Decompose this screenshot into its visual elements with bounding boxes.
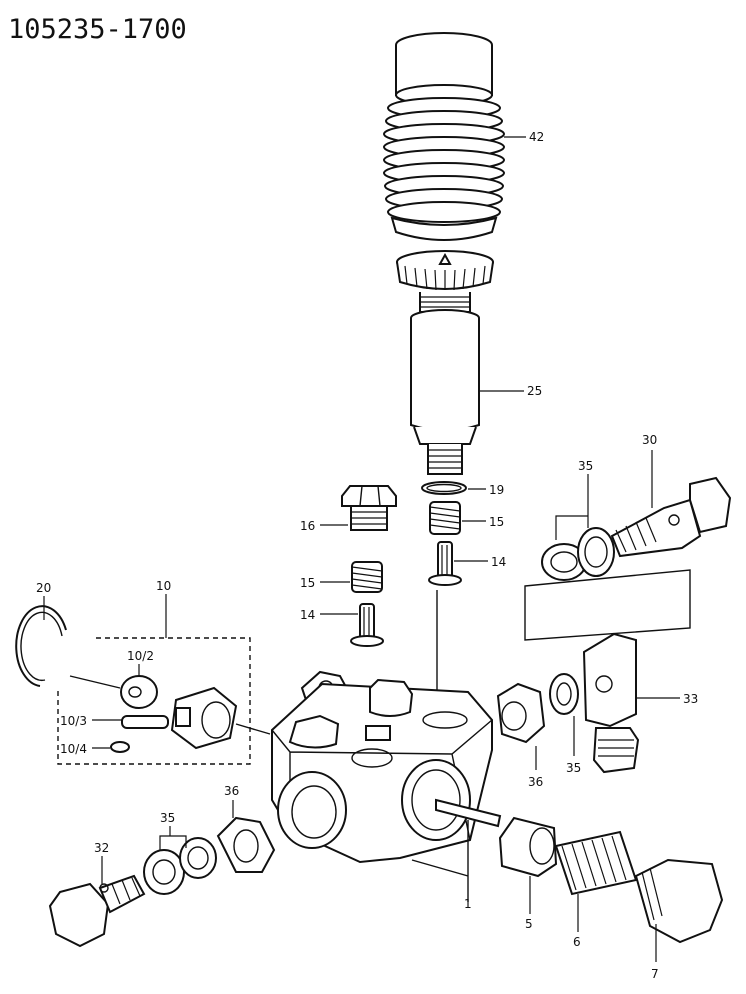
- part-5-piston: [498, 816, 558, 878]
- callout-33: 33: [683, 692, 698, 706]
- callout-14-right: 14: [491, 555, 506, 569]
- callout-10-2: 10/2: [127, 649, 154, 663]
- callout-14-left: 14: [300, 608, 315, 622]
- callout-19: 19: [489, 483, 504, 497]
- callout-6: 6: [573, 935, 581, 949]
- part-32-banjo-bolt: [48, 874, 146, 948]
- part-10-4-pin: [110, 741, 130, 753]
- part-35-washers-top: [541, 527, 615, 581]
- part-6-spring: [554, 830, 638, 896]
- callout-20: 20: [36, 581, 51, 595]
- part-20-circlip: [15, 605, 67, 687]
- part-15-spring-left: [351, 561, 383, 593]
- part-36-nut-right: [496, 682, 546, 744]
- callout-35-left: 35: [160, 811, 175, 825]
- part-35-washers-left: [143, 837, 217, 895]
- callout-7: 7: [651, 967, 659, 981]
- callout-10: 10: [156, 579, 171, 593]
- part-10-2-disc: [120, 675, 158, 709]
- part-14-plunger-right: [428, 541, 462, 586]
- callout-36-left: 36: [224, 784, 239, 798]
- part-30-banjo-bolt: [610, 476, 732, 558]
- diagram-id-title: 105235-1700: [8, 14, 187, 45]
- part-15-spring-right: [429, 501, 461, 535]
- callout-16: 16: [300, 519, 315, 533]
- callout-35-top: 35: [578, 459, 593, 473]
- part-35-washer-right: [549, 673, 579, 715]
- part-10-3-pin: [121, 715, 169, 729]
- callout-15-left: 15: [300, 576, 315, 590]
- part-19-o-ring: [421, 481, 467, 495]
- part-10-sleeve: [170, 686, 238, 750]
- callout-36-right: 36: [528, 775, 543, 789]
- callout-15-right: 15: [489, 515, 504, 529]
- callout-10-4: 10/4: [60, 742, 87, 756]
- part-7-plug: [634, 858, 724, 944]
- callout-25: 25: [527, 384, 542, 398]
- part-42-bellows-boot: [383, 32, 505, 241]
- callout-1: 1: [464, 897, 472, 911]
- callout-5: 5: [525, 917, 533, 931]
- part-36-nut-left: [216, 816, 276, 873]
- part-25-pump-barrel: [410, 292, 480, 475]
- part-pump-body: [271, 670, 502, 864]
- callout-10-3: 10/3: [60, 714, 87, 728]
- part-14-plunger-left: [350, 603, 384, 647]
- part-cap-nut: [396, 250, 494, 291]
- part-33-banjo-fitting: [582, 632, 640, 774]
- callout-32: 32: [94, 841, 109, 855]
- part-16-hex-plug: [341, 485, 397, 531]
- part-10-group-outline: [57, 637, 251, 765]
- callout-30: 30: [642, 433, 657, 447]
- callout-42: 42: [529, 130, 544, 144]
- callout-35-right: 35: [566, 761, 581, 775]
